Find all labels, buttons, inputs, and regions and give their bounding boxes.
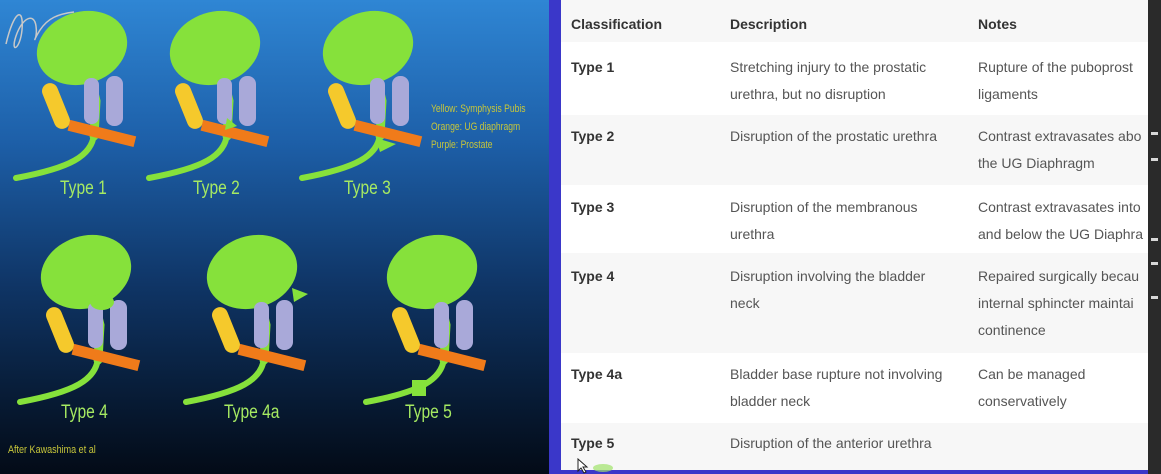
- table-row-bg-2: [561, 115, 1148, 185]
- diagram-2-symphysis-pubis: [175, 83, 203, 129]
- classification-slide-image: Yellow: Symphysis Pubis Orange: UG diaph…: [0, 0, 549, 474]
- diagram-5-ug-diaphragm: [237, 343, 307, 372]
- row-5-classification: Type 4a: [571, 366, 623, 382]
- diagram-3-extravasation: [376, 138, 396, 152]
- credit-text: After Kawashima et al: [8, 444, 96, 456]
- table-row-bg-5: [561, 353, 1148, 423]
- window-edge-strip: [1148, 0, 1161, 474]
- diagram-1-ug-diaphragm: [67, 119, 137, 148]
- diagram-5-symphysis-pubis: [212, 307, 240, 353]
- diagram-4-prostate-left: [88, 302, 103, 348]
- table-row-bg-1: [561, 42, 1148, 115]
- table-row-bg-4: [561, 253, 1148, 353]
- signature-mark: [5, 11, 75, 49]
- diagram-3-urethra-lower: [299, 131, 383, 181]
- diagram-6-ug-diaphragm: [417, 343, 487, 372]
- header-notes: Notes: [978, 16, 1017, 32]
- diagram-4-symphysis-pubis: [46, 307, 74, 353]
- diagram-3-prostate-right: [392, 76, 409, 126]
- diagram-5-bladder: [206, 234, 298, 310]
- diagram-6-bladder: [386, 234, 478, 310]
- diagram-3-symphysis-pubis: [328, 83, 356, 129]
- diagram-1-prostate-right: [106, 76, 123, 126]
- diagram-3-prostate-left: [370, 78, 385, 124]
- header-classification: Classification: [571, 16, 663, 32]
- diagram-label-type-4a: Type 4a: [224, 402, 280, 423]
- diagram-4-urethra-lower: [17, 355, 101, 405]
- table-row-bg-6: [561, 423, 1148, 470]
- diagram-2-bladder: [169, 10, 261, 86]
- diagram-6-symphysis-pubis: [392, 307, 420, 353]
- row-1-classification: Type 1: [571, 59, 615, 75]
- legend-purple: Purple: Prostate: [431, 139, 493, 151]
- mouse-cursor-icon: [577, 458, 613, 474]
- diagram-4-bladder: [40, 234, 132, 310]
- diagram-5-prostate-right: [276, 300, 293, 350]
- color-legend: Yellow: Symphysis Pubis Orange: UG diaph…: [431, 100, 526, 154]
- diagram-1-symphysis-pubis: [42, 83, 70, 129]
- diagram-2-urethra-lower: [146, 131, 230, 181]
- legend-yellow: Yellow: Symphysis Pubis: [431, 103, 526, 115]
- diagram-2-prostate-left: [217, 78, 232, 124]
- header-description: Description: [730, 16, 808, 32]
- diagram-2-extravasation: [225, 118, 237, 130]
- diagram-3-ug-diaphragm: [353, 119, 423, 148]
- diagram-3-bladder: [322, 10, 414, 86]
- row-2-classification: Type 2: [571, 128, 615, 144]
- diagram-5-prostate-left: [254, 302, 269, 348]
- diagram-label-type-5: Type 5: [405, 402, 452, 423]
- legend-orange: Orange: UG diaphragm: [431, 121, 521, 133]
- diagram-label-type-2: Type 2: [193, 178, 240, 199]
- diagram-6-prostate-left: [434, 302, 449, 348]
- diagram-6-anterior-rupture: [412, 380, 426, 396]
- diagram-6-prostate-right: [456, 300, 473, 350]
- diagram-label-type-3: Type 3: [344, 178, 391, 199]
- diagram-label-type-1: Type 1: [60, 178, 107, 199]
- table-row-bg-3: [561, 185, 1148, 253]
- diagram-5-urethra-lower: [183, 355, 267, 405]
- classification-table: Classification Description Notes Type 1 …: [561, 0, 1148, 470]
- diagram-2-ug-diaphragm: [200, 119, 270, 148]
- row-3-classification: Type 3: [571, 199, 615, 215]
- diagram-5-base-rupture: [292, 288, 308, 302]
- row-6-description: Disruption of the anterior urethra: [730, 435, 932, 451]
- diagram-4-prostate-right: [110, 300, 127, 350]
- diagram-6-urethra-lower: [363, 355, 447, 405]
- diagram-1-urethra-lower: [13, 131, 97, 181]
- row-6-classification: Type 5: [571, 435, 615, 451]
- diagram-1-bladder: [36, 10, 128, 86]
- panel-divider: [549, 0, 561, 474]
- diagram-4-neck-rupture: [90, 294, 114, 310]
- row-4-classification: Type 4: [571, 268, 615, 284]
- diagram-2-prostate-right: [239, 76, 256, 126]
- row-2-description: Disruption of the prostatic urethra: [730, 128, 937, 144]
- diagram-4-ug-diaphragm: [71, 343, 141, 372]
- diagram-1-prostate-left: [84, 78, 99, 124]
- diagram-label-type-4: Type 4: [61, 402, 108, 423]
- urethral-injury-diagrams: [13, 10, 487, 405]
